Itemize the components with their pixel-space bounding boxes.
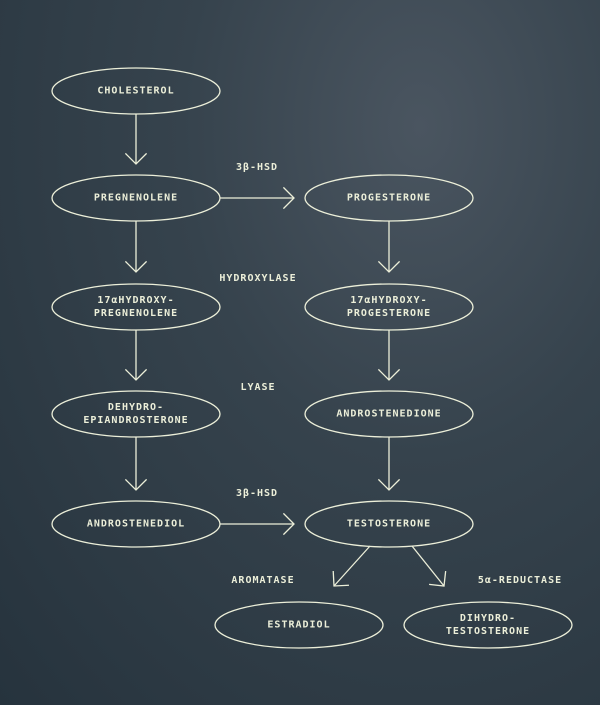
label-3b-hsd-bottom: 3β-HSD [236,488,278,499]
arrow-10 [332,545,371,587]
node-label: TESTOSTERONE [446,626,530,637]
node-ellipse [51,174,221,222]
arrow-2 [124,221,148,273]
node-dhea: DEHYDRO- EPIANDROSTERONE [51,390,221,438]
node-ellipse [304,283,474,331]
label-aromatase: AROMATASE [231,575,294,586]
label-5a-reductase: 5α-REDUCTASE [478,575,562,586]
arrow-1 [124,114,148,165]
node-label: PROGESTERONE [347,308,431,319]
node-label: DIHYDRO- [460,613,516,624]
arrow-head [377,260,401,273]
arrow-8 [220,186,295,210]
arrow-head [124,368,148,381]
node-ellipse [403,601,573,649]
arrow-head [124,152,148,165]
node-ellipse [51,67,221,115]
node-label: ANDROSTENEDIONE [336,409,441,420]
node-dht: DIHYDRO- TESTOSTERONE [403,601,573,649]
node-label: PREGNENOLENE [94,308,178,319]
node-testosterone: TESTOSTERONE [304,500,474,548]
node-ellipse [51,390,221,438]
node-ellipse [304,500,474,548]
node-androstenediol: ANDROSTENEDIOL [51,500,221,548]
arrow-3 [124,330,148,381]
arrow-head [429,571,447,587]
node-ellipse [304,390,474,438]
node-cholesterol: CHOLESTEROL [51,67,221,115]
arrow-head [282,186,295,210]
enzyme-labels: 3β-HSD HYDROXYLASE LYASE 3β-HSD AROMATAS… [219,162,562,586]
node-label: 17αHYDROXY- [97,295,174,306]
arrow-head [124,260,148,273]
arrow-11 [411,545,447,587]
arrow-5 [377,221,401,273]
arrow-head [377,478,401,491]
arrow-4 [124,437,148,491]
node-label: ANDROSTENEDIOL [87,519,185,530]
node-ellipse [51,500,221,548]
node-label: ESTRADIOL [267,620,330,631]
node-label: DEHYDRO- [108,402,164,413]
arrow-shaft [333,545,371,587]
node-label: CHOLESTEROL [97,86,174,97]
arrow-head [377,368,401,381]
pathway-arrows [124,114,447,587]
node-androstenedione: ANDROSTENEDIONE [304,390,474,438]
arrow-shaft [411,545,445,587]
arrow-7 [377,437,401,491]
arrow-head [282,512,295,536]
node-label: 17αHYDROXY- [350,295,427,306]
node-estradiol: ESTRADIOL [214,601,384,649]
node-pregnenolene: PREGNENOLENE [51,174,221,222]
node-label: TESTOSTERONE [347,519,431,530]
node-progesterone: PROGESTERONE [304,174,474,222]
node-hydroxy-progesterone: 17αHYDROXY- PROGESTERONE [304,283,474,331]
arrow-9 [220,512,295,536]
arrow-head [124,478,148,491]
node-label: EPIANDROSTERONE [83,415,188,426]
label-3b-hsd-top: 3β-HSD [236,162,278,173]
node-label: PREGNENOLENE [94,193,178,204]
node-hydroxy-pregnenolene: 17αHYDROXY- PREGNENOLENE [51,283,221,331]
node-ellipse [214,601,384,649]
label-lyase: LYASE [240,382,275,393]
node-label: PROGESTERONE [347,193,431,204]
node-ellipse [304,174,474,222]
arrow-head [332,570,350,587]
node-ellipse [51,283,221,331]
arrow-6 [377,330,401,381]
label-hydroxylase: HYDROXYLASE [219,273,296,284]
